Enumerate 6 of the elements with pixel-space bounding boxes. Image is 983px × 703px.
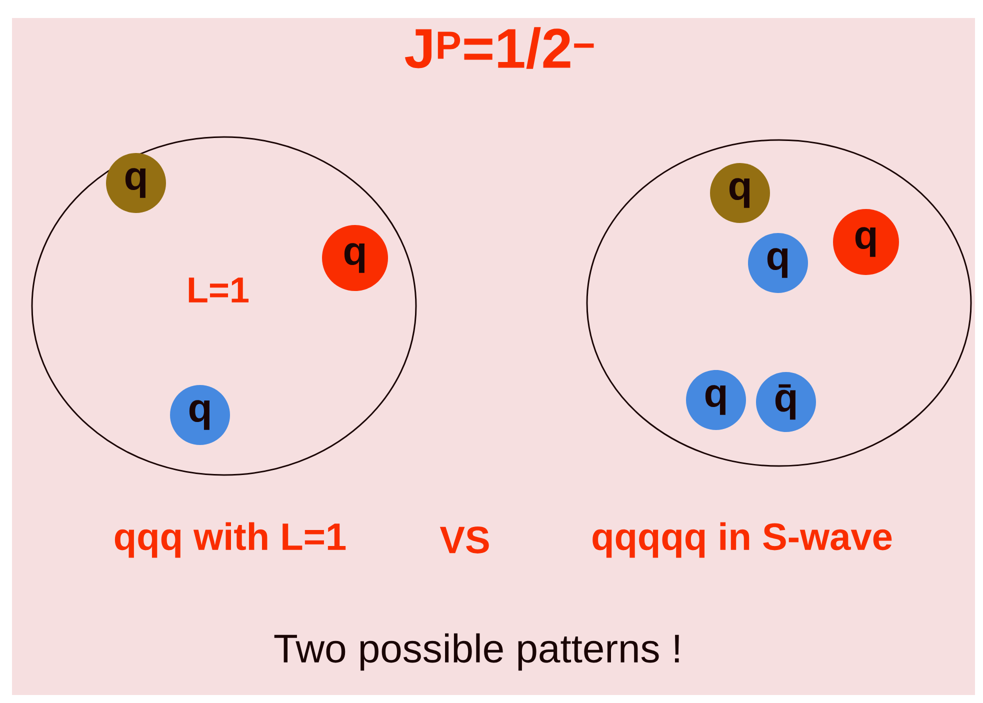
label: qqq with L=1 bbox=[114, 522, 346, 558]
atom-circle bbox=[586, 139, 972, 467]
title: J$^{P}$=1/2$^{−}$ bbox=[404, 27, 594, 69]
caption: Two possible patterns ! bbox=[274, 633, 679, 671]
label: qqqqq in S-wave bbox=[592, 522, 892, 558]
label: VS bbox=[440, 526, 489, 554]
